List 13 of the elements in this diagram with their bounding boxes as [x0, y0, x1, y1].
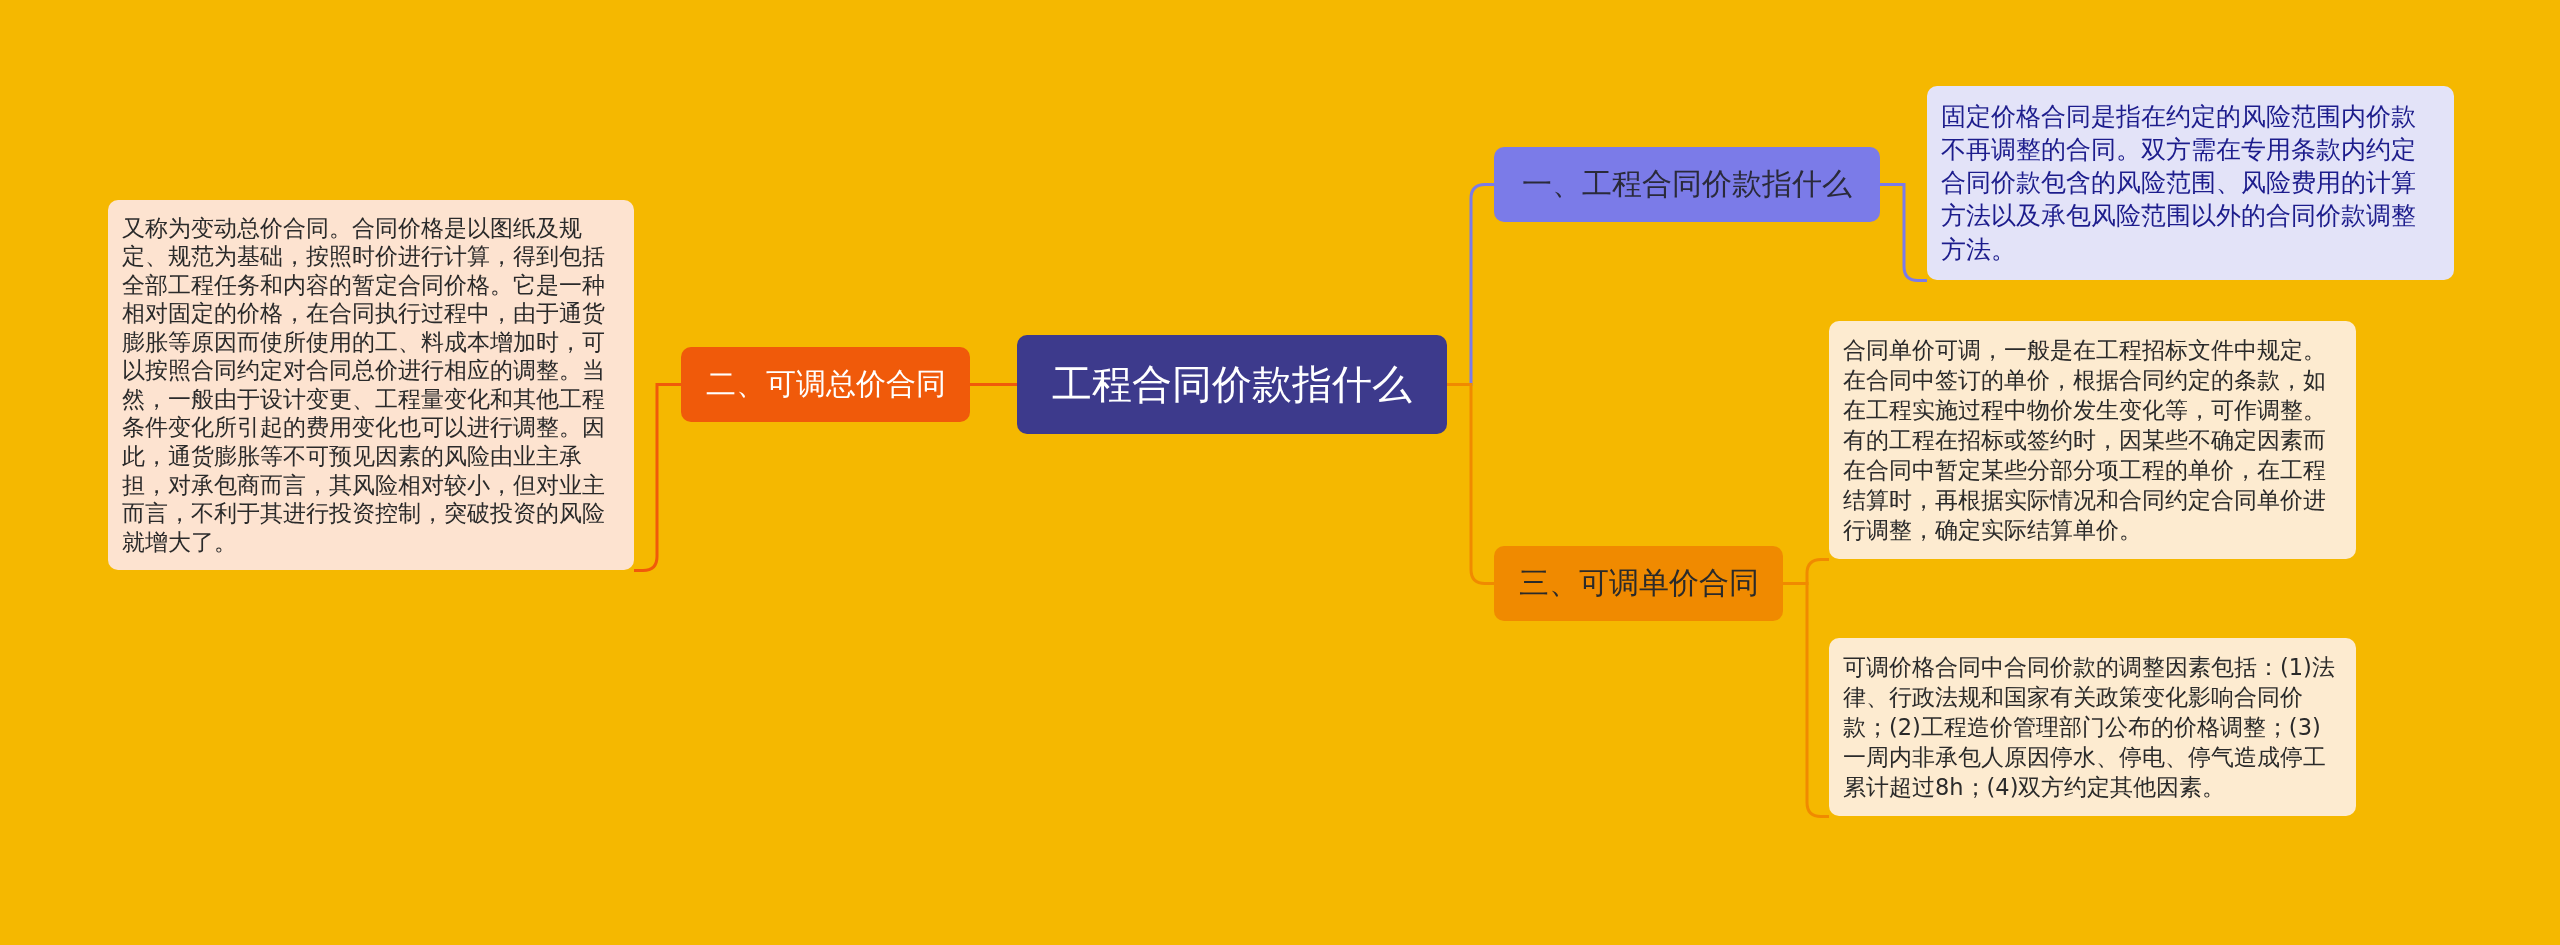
note-card: 合同单价可调，一般是在工程招标文件中规定。在合同中签订的单价，根据合同约定的条款，如在工程实施过程中物价发生变化等，可作调整。有的工程在招标或签约时，因某些不确定因素而在合同中暂定某些分部分项工程的单价，在工程结算时，再根据实际情况和合同约定合同单价进行调整，确定实际结算单价。 [1829, 320, 2356, 560]
connector-line [1447, 383, 1494, 585]
branch-topic: 二、可调总价合同 [681, 346, 970, 422]
note-card: 可调价格合同中合同价款的调整因素包括：(1)法律、行政法规和国家有关政策变化影响合同价款；(2)工程造价管理部门公布的价格调整；(3)一周内非承包人原因停水、停电、停气造成停工累计超过8h；(4)双方约定其他因素。 [1829, 637, 2356, 817]
central-topic: 工程合同价款指什么 [1017, 334, 1447, 434]
branch-topic: 三、可调单价合同 [1494, 545, 1783, 621]
branch-topic: 一、工程合同价款指什么 [1494, 146, 1880, 222]
note-card: 又称为变动总价合同。合同价格是以图纸及规定、规范为基础，按照时价进行计算，得到包括全部工程任务和内容的暂定合同价格。它是一种相对固定的价格，在合同执行过程中，由于通货膨胀等原因而使所使用的工、料成本增加时，可以按照合同约定对合同总价进行相应的调整。当然，一般由于设计变更、工程量变化和其他工程条件变化所引起的费用变化也可以进行调整。因此，通货膨胀等不可预见因素的风险由业主承担，对承包商而言，其风险相对较小，但对业主而言，不利于其进行投资控制，突破投资的风险就增大了。 [108, 199, 634, 571]
connector-line [1880, 183, 1927, 282]
connector-line [634, 383, 681, 572]
connector-line [970, 383, 1017, 386]
note-card: 固定价格合同是指在约定的风险范围内价款不再调整的合同。双方需在专用条款内约定合同价款包含的风险范围、风险费用的计算方法以及承包风险范围以外的合同价款调整方法。 [1927, 85, 2454, 281]
connector-line [1783, 582, 1829, 818]
